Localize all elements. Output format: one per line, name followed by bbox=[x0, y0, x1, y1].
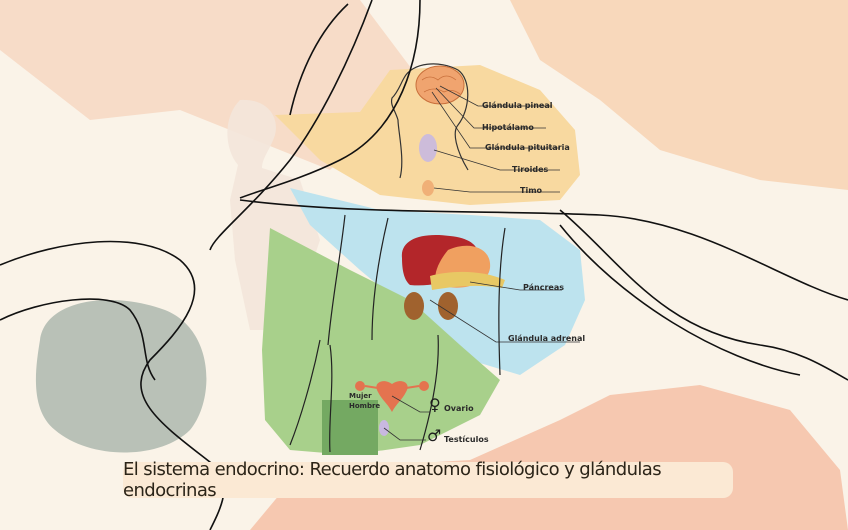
label-hipotalamo: Hipotálamo bbox=[482, 123, 534, 132]
label-timo: Timo bbox=[520, 186, 543, 195]
label-pituitaria: Glándula pituitaria bbox=[485, 143, 570, 152]
body-outline bbox=[289, 214, 506, 453]
peach-blob-top-right bbox=[510, 0, 848, 190]
label-adrenal: Glándula adrenal bbox=[508, 334, 586, 343]
caption-text: El sistema endocrino: Recuerdo anatomo f… bbox=[123, 459, 662, 501]
panel-pelvis bbox=[262, 228, 500, 455]
label-pineal: Glándula pineal bbox=[482, 101, 553, 110]
kidney-right bbox=[438, 292, 458, 320]
uterus bbox=[376, 381, 408, 412]
label-mujer: Mujer bbox=[349, 392, 372, 400]
leaders-head bbox=[431, 85, 560, 193]
brain bbox=[415, 65, 465, 105]
label-pancreas: Páncreas bbox=[523, 283, 565, 292]
label-tiroides: Tiroides bbox=[512, 165, 549, 174]
male-symbol-icon: ♂ bbox=[427, 426, 442, 445]
pancreas bbox=[430, 271, 505, 290]
thymus bbox=[422, 180, 434, 196]
caption-bar: El sistema endocrino: Recuerdo anatomo f… bbox=[123, 459, 733, 501]
head-profile bbox=[390, 63, 469, 179]
panel-pelvis-dark bbox=[322, 400, 378, 455]
thyroid bbox=[419, 134, 437, 162]
female-symbol-icon: ♀ bbox=[429, 395, 441, 414]
kidney-left bbox=[404, 292, 424, 320]
label-ovario: Ovario bbox=[444, 404, 474, 413]
ovary-right bbox=[419, 381, 429, 391]
gray-blob-left bbox=[35, 300, 207, 453]
leaders-pelvis bbox=[383, 395, 430, 441]
label-testiculos: Testículos bbox=[444, 435, 489, 444]
leaders-abdomen bbox=[429, 281, 580, 343]
label-hombre: Hombre bbox=[349, 402, 381, 410]
ovary-left bbox=[355, 381, 365, 391]
